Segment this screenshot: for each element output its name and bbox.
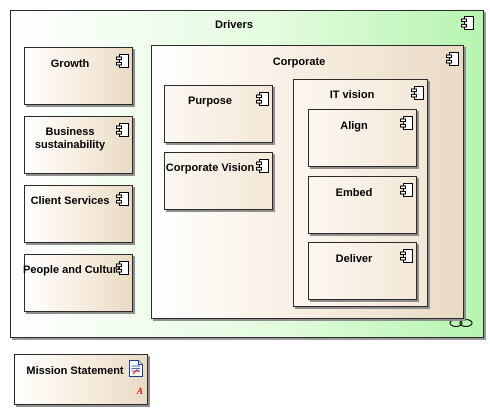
corporate-vision-label: Corporate Vision	[165, 162, 255, 174]
component-icon	[116, 192, 129, 206]
component-icon	[116, 261, 129, 275]
corporate-vision-component[interactable]: Corporate Vision	[164, 152, 273, 210]
component-icon	[461, 16, 474, 30]
red-a-marker-icon: A	[137, 386, 144, 396]
deliver-component[interactable]: Deliver	[308, 242, 417, 300]
growth-component[interactable]: Growth	[24, 47, 133, 105]
component-icon	[116, 123, 129, 137]
component-icon	[256, 159, 269, 173]
component-icon	[400, 116, 413, 130]
client-services-component[interactable]: Client Services	[24, 185, 133, 243]
it-vision-title: IT vision	[329, 89, 375, 101]
drivers-title: Drivers	[215, 19, 253, 31]
growth-label: Growth	[50, 58, 90, 70]
document-icon	[129, 360, 143, 377]
people-and-culture-label: People and Culture	[23, 264, 124, 276]
embed-label: Embed	[335, 187, 373, 199]
embed-component[interactable]: Embed	[308, 176, 417, 234]
purpose-component[interactable]: Purpose	[164, 85, 273, 143]
component-icon	[400, 249, 413, 263]
component-icon	[400, 183, 413, 197]
align-component[interactable]: Align	[308, 109, 417, 167]
business-sustainability-label: Business sustainability	[25, 126, 115, 152]
business-sustainability-component[interactable]: Business sustainability	[24, 116, 133, 174]
component-icon	[411, 86, 424, 100]
component-icon	[256, 92, 269, 106]
align-label: Align	[340, 120, 368, 132]
component-icon	[116, 54, 129, 68]
purpose-label: Purpose	[187, 95, 232, 107]
business-sustainability-line2: sustainability	[34, 139, 106, 151]
people-and-culture-component[interactable]: People and Culture	[23, 254, 133, 312]
client-services-label: Client Services	[30, 195, 110, 207]
deliver-label: Deliver	[335, 253, 373, 265]
mission-statement-artifact[interactable]: Mission Statement A	[14, 354, 148, 405]
mission-statement-label: Mission Statement	[26, 365, 124, 377]
corporate-title: Corporate	[272, 56, 326, 68]
business-sustainability-line1: Business	[45, 126, 95, 138]
component-icon	[446, 52, 459, 66]
link-icon	[449, 319, 473, 327]
